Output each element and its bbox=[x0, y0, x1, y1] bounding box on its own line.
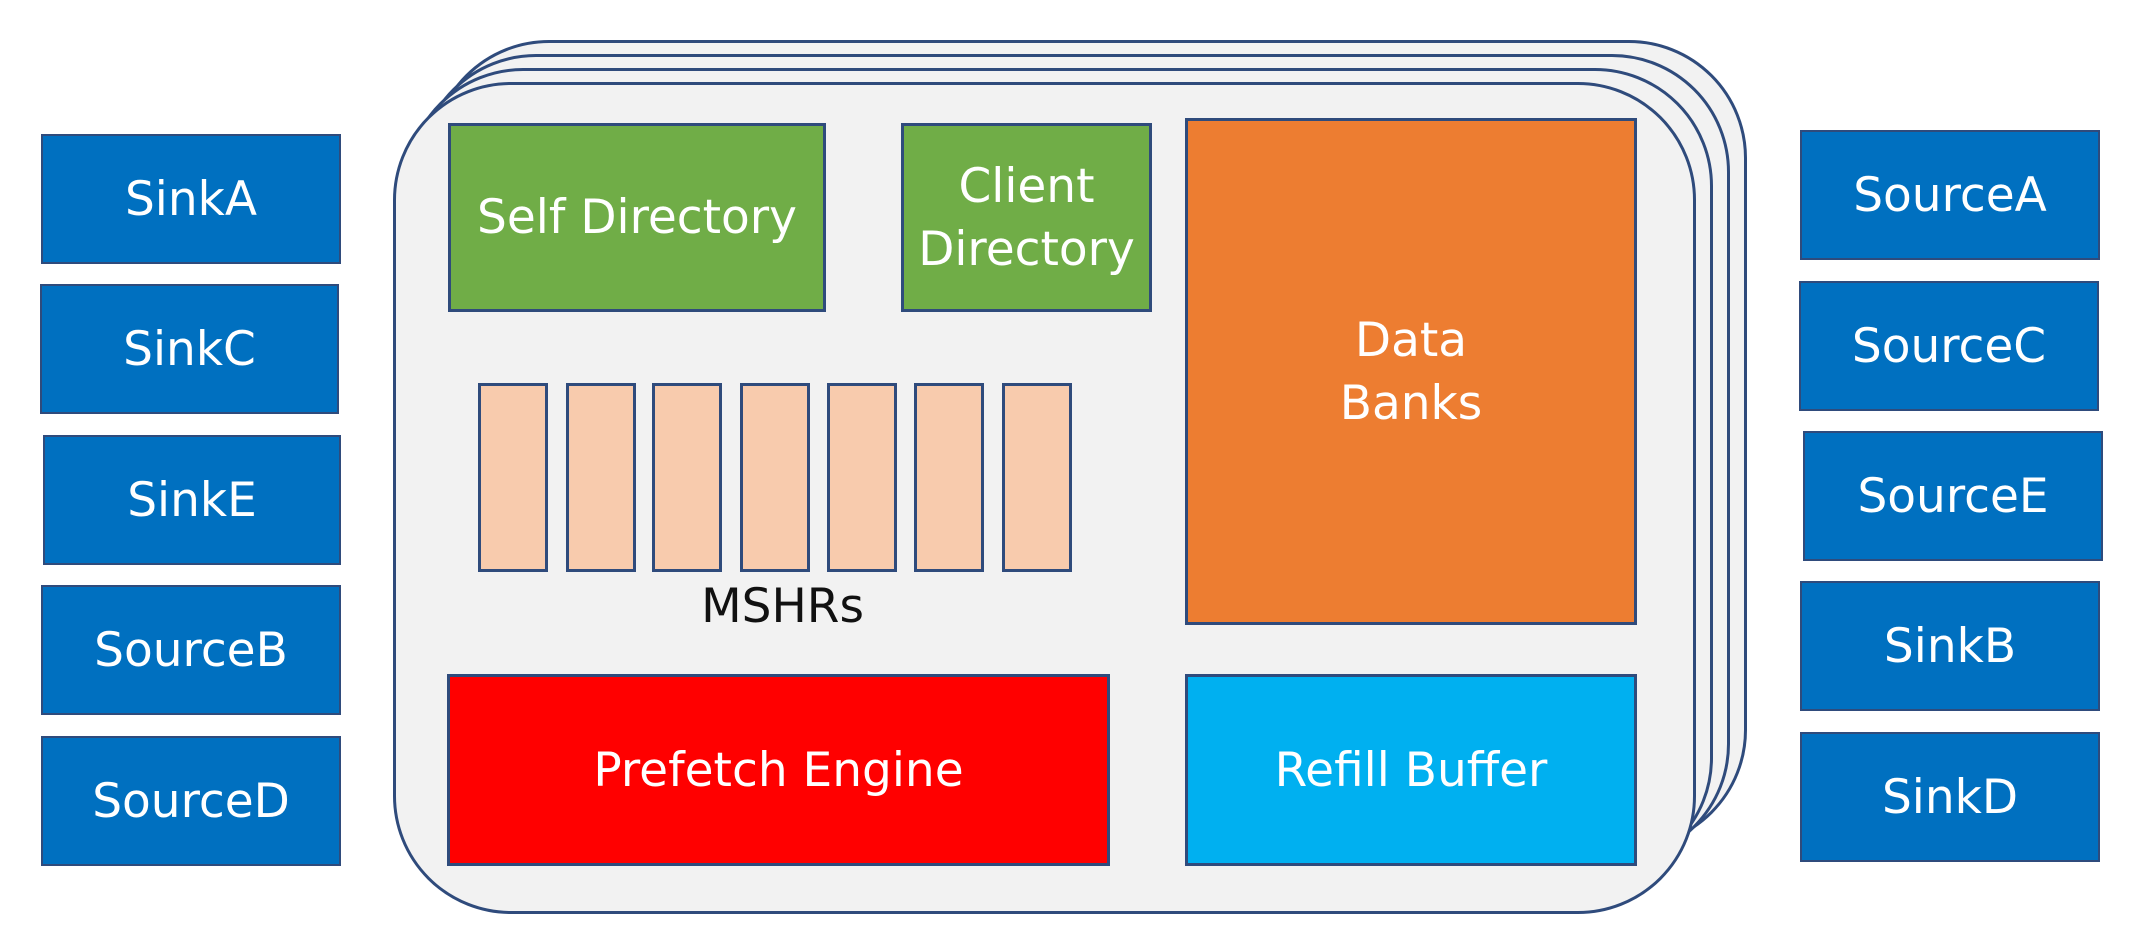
port-label: SourceA bbox=[1853, 167, 2047, 223]
port-label: SourceE bbox=[1857, 468, 2049, 524]
self-directory-label: Self Directory bbox=[477, 190, 797, 245]
mshr-entry bbox=[566, 383, 636, 572]
prefetch-engine-label: Prefetch Engine bbox=[593, 742, 964, 798]
port-sinkd: SinkD bbox=[1800, 732, 2100, 862]
refill-buffer-block: Refill Buffer bbox=[1185, 674, 1637, 866]
port-sourced: SourceD bbox=[41, 736, 341, 866]
mshr-entry bbox=[827, 383, 897, 572]
port-label: SinkE bbox=[127, 472, 257, 528]
data-banks-label: Data Banks bbox=[1339, 312, 1483, 431]
prefetch-engine-block: Prefetch Engine bbox=[447, 674, 1110, 866]
port-sinka: SinkA bbox=[41, 134, 341, 264]
mshr-entry bbox=[740, 383, 810, 572]
port-label: SourceC bbox=[1851, 318, 2047, 374]
port-label: SourceD bbox=[92, 773, 290, 829]
port-sourcea: SourceA bbox=[1800, 130, 2100, 260]
mshrs-label: MSHRs bbox=[701, 578, 864, 634]
port-sourceb: SourceB bbox=[41, 585, 341, 715]
port-sourcec: SourceC bbox=[1799, 281, 2099, 411]
port-sourcee: SourceE bbox=[1803, 431, 2103, 561]
mshr-entry bbox=[1002, 383, 1072, 572]
port-label: SourceB bbox=[94, 622, 288, 678]
mshr-entry bbox=[478, 383, 548, 572]
port-label: SinkD bbox=[1881, 769, 2019, 825]
mshr-entry bbox=[914, 383, 984, 572]
client-directory-label: Client Directory bbox=[918, 158, 1135, 277]
client-directory-block: Client Directory bbox=[901, 123, 1152, 312]
port-sinkb: SinkB bbox=[1800, 581, 2100, 711]
refill-buffer-label: Refill Buffer bbox=[1274, 742, 1548, 798]
self-directory-block: Self Directory bbox=[448, 123, 826, 312]
port-label: SinkB bbox=[1883, 618, 2017, 674]
port-sinkc: SinkC bbox=[40, 284, 339, 414]
port-label: SinkA bbox=[124, 171, 258, 227]
port-label: SinkC bbox=[123, 321, 256, 377]
port-sinke: SinkE bbox=[43, 435, 341, 565]
data-banks-block: Data Banks bbox=[1185, 118, 1637, 625]
mshr-entry bbox=[652, 383, 722, 572]
